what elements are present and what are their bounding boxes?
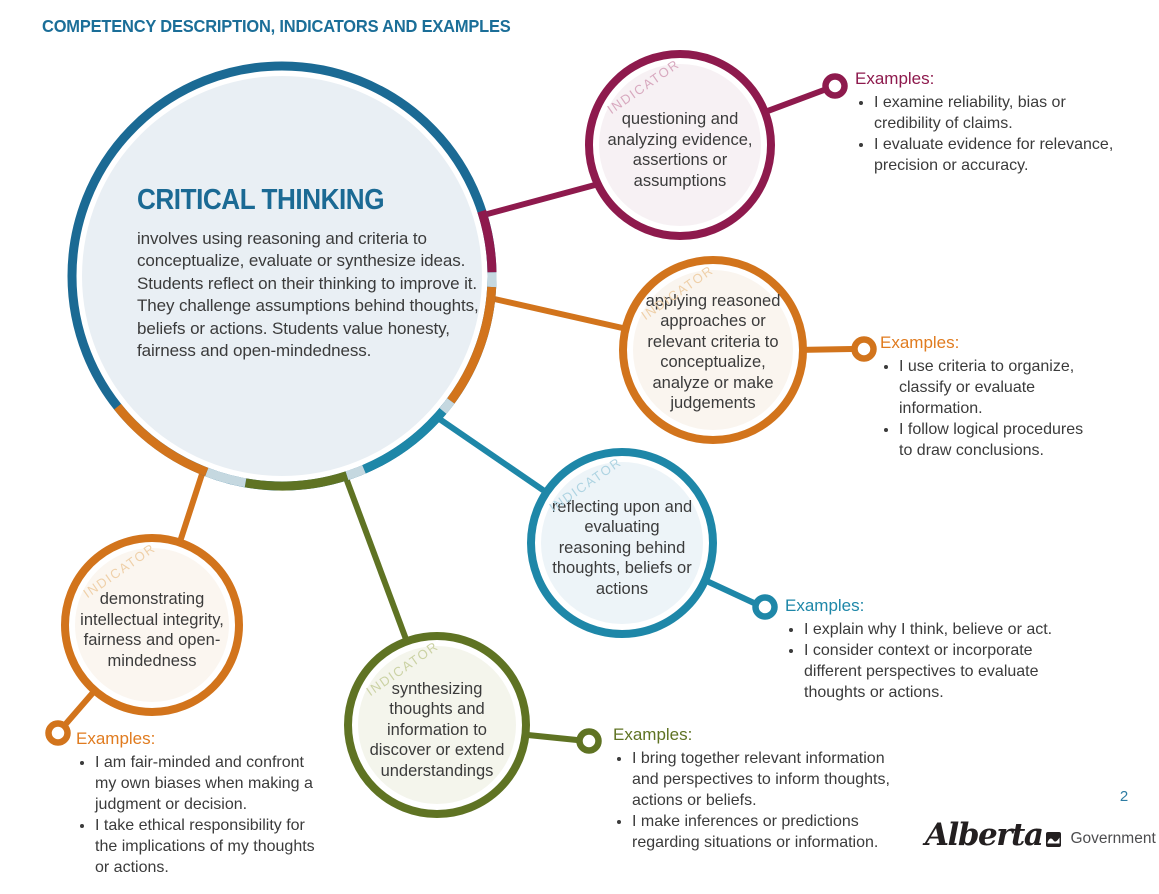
example-item: I use criteria to organize, classify or … [899, 356, 1097, 419]
indicator-circle-demonstrating: INDICATOR demonstrating intellectual int… [61, 534, 243, 716]
example-item: I follow logical procedures to draw conc… [899, 419, 1097, 461]
examples-list: I bring together relevant information an… [615, 748, 915, 853]
government-label: Government [1070, 829, 1156, 847]
connector-questioning [479, 179, 607, 219]
alberta-flag-icon [1046, 832, 1062, 847]
examples-node-synthesizing [576, 728, 602, 754]
examples-heading: Examples: [880, 333, 960, 352]
example-item: I make inferences or predictions regardi… [632, 811, 915, 853]
examples-list: I am fair-minded and confront my own bia… [78, 752, 324, 878]
indicator-circle-synthesizing: INDICATOR synthesizing thoughts and info… [344, 632, 530, 818]
indicator-text: reflecting upon and evaluating reasoning… [551, 497, 693, 598]
example-item: I examine reliability, bias or credibili… [874, 92, 1125, 134]
examples-block-synthesizing: Examples: I bring together relevant info… [613, 725, 915, 853]
examples-block-reflecting: Examples: I explain why I think, believe… [785, 596, 1087, 703]
page-number: 2 [1119, 788, 1129, 805]
indicator-circle-applying: INDICATOR applying reasoned approaches o… [619, 256, 807, 444]
examples-node-demonstrating [45, 720, 71, 746]
examples-heading: Examples: [785, 596, 865, 615]
example-item: I bring together relevant information an… [632, 748, 915, 811]
examples-node-reflecting [752, 594, 778, 620]
example-item: I take ethical responsibility for the im… [95, 815, 324, 878]
connector-reflecting [436, 415, 558, 502]
examples-heading: Examples: [855, 69, 935, 88]
example-item: I am fair-minded and confront my own bia… [95, 752, 324, 815]
examples-heading: Examples: [76, 729, 156, 748]
competency-title: CRITICAL THINKING [137, 184, 385, 216]
indicator-text: synthesizing thoughts and information to… [369, 679, 505, 780]
example-item: I evaluate evidence for relevance, preci… [874, 134, 1125, 176]
page-title: COMPETENCY DESCRIPTION, INDICATORS AND E… [42, 16, 511, 36]
competency-description: involves using reasoning and criteria to… [137, 229, 479, 361]
examples-list: I explain why I think, believe or act. I… [787, 619, 1087, 703]
examples-list: I examine reliability, bias or credibili… [857, 92, 1125, 176]
connector-applying [489, 295, 641, 335]
example-item: I consider context or incorporate differ… [804, 640, 1087, 703]
indicator-text: demonstrating intellectual integrity, fa… [80, 590, 224, 670]
examples-node-applying [851, 336, 877, 362]
indicator-circle-questioning: INDICATOR questioning and analyzing evid… [585, 50, 775, 240]
indicator-circle-reflecting: INDICATOR reflecting upon and evaluating… [527, 448, 717, 638]
examples-block-questioning: Examples: I examine reliability, bias or… [855, 69, 1125, 176]
connector-synthesizing [343, 476, 413, 652]
examples-list: I use criteria to organize, classify or … [882, 356, 1097, 461]
examples-heading: Examples: [613, 725, 693, 744]
indicator-text: applying reasoned approaches or relevant… [645, 291, 781, 413]
competency-circle: CRITICAL THINKING involves using reasoni… [76, 70, 488, 482]
alberta-government-logo: Alberta Government [925, 820, 1156, 851]
examples-block-demonstrating: Examples: I am fair-minded and confront … [76, 729, 324, 878]
alberta-wordmark: Alberta [925, 817, 1044, 853]
example-item: I explain why I think, believe or act. [804, 619, 1087, 640]
indicator-text: questioning and analyzing evidence, asse… [607, 110, 753, 190]
examples-block-applying: Examples: I use criteria to organize, cl… [880, 333, 1097, 461]
examples-node-questioning [822, 73, 848, 99]
